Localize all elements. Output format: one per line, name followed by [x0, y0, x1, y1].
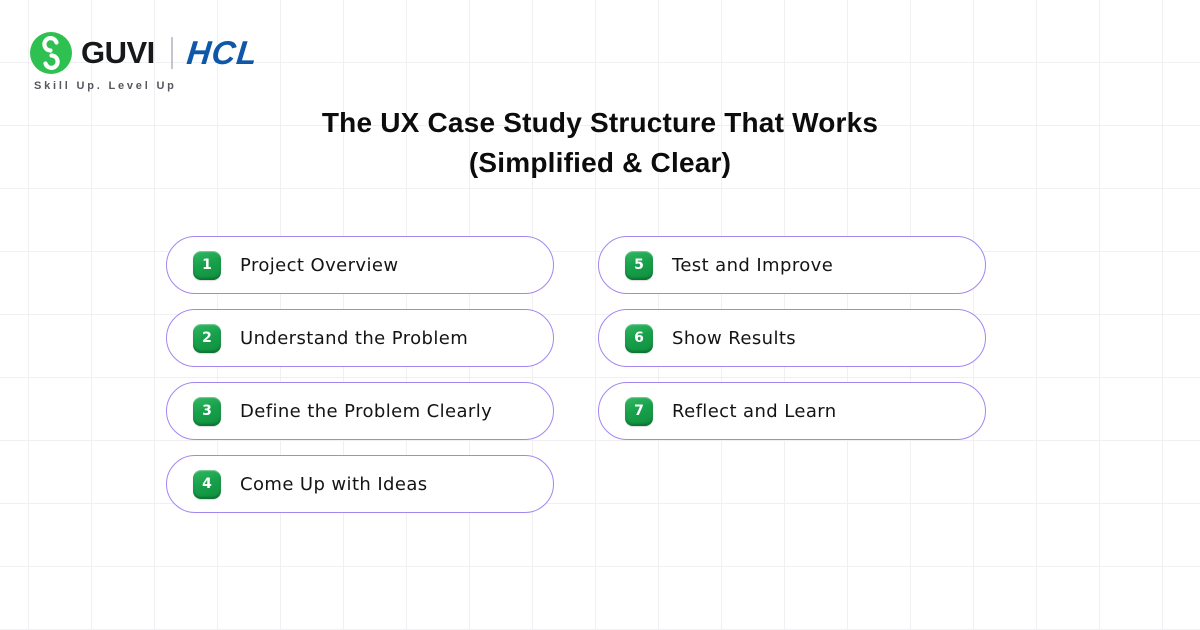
steps-column-left: 1 Project Overview 2 Understand the Prob… [166, 236, 554, 513]
steps-grid: 1 Project Overview 2 Understand the Prob… [166, 236, 986, 513]
guvi-wordmark: GUVI [81, 35, 155, 70]
step-label: Come Up with Ideas [240, 473, 428, 495]
step-number: 3 [202, 403, 212, 419]
step-number: 4 [202, 476, 212, 492]
page-title: The UX Case Study Structure That Works (… [0, 103, 1200, 183]
step-pill-1: 1 Project Overview [166, 236, 554, 294]
guvi-logo-icon [30, 32, 72, 74]
step-label: Test and Improve [672, 254, 834, 276]
step-pill-5: 5 Test and Improve [598, 236, 986, 294]
step-number-badge: 7 [625, 396, 653, 426]
page-title-line1: The UX Case Study Structure That Works [321, 107, 879, 138]
step-number: 1 [202, 257, 212, 273]
brand-header: GUVI HCL [30, 32, 260, 74]
step-pill-3: 3 Define the Problem Clearly [166, 382, 554, 440]
step-number-badge: 2 [193, 323, 221, 353]
steps-column-right: 5 Test and Improve 6 Show Results 7 Refl… [598, 236, 986, 513]
step-label: Define the Problem Clearly [240, 400, 493, 422]
step-pill-2: 2 Understand the Problem [166, 309, 554, 367]
step-number-badge: 6 [625, 323, 653, 353]
step-pill-4: 4 Come Up with Ideas [166, 455, 554, 513]
step-number: 6 [634, 330, 644, 346]
step-number-badge: 3 [193, 396, 221, 426]
brand-tagline: Skill Up. Level Up [34, 80, 177, 92]
step-label: Show Results [672, 327, 797, 349]
page-title-line2: (Simplified & Clear) [468, 147, 732, 178]
step-number-badge: 1 [193, 250, 221, 280]
step-number: 7 [634, 403, 644, 419]
step-number-badge: 4 [193, 469, 221, 499]
logo-divider [170, 37, 173, 69]
step-label: Project Overview [240, 254, 399, 276]
step-number: 5 [634, 257, 644, 273]
step-label: Understand the Problem [240, 327, 469, 349]
step-number: 2 [202, 330, 212, 346]
step-label: Reflect and Learn [672, 400, 837, 422]
step-pill-7: 7 Reflect and Learn [598, 382, 986, 440]
hcl-wordmark: HCL [184, 34, 260, 71]
step-pill-6: 6 Show Results [598, 309, 986, 367]
step-number-badge: 5 [625, 250, 653, 280]
